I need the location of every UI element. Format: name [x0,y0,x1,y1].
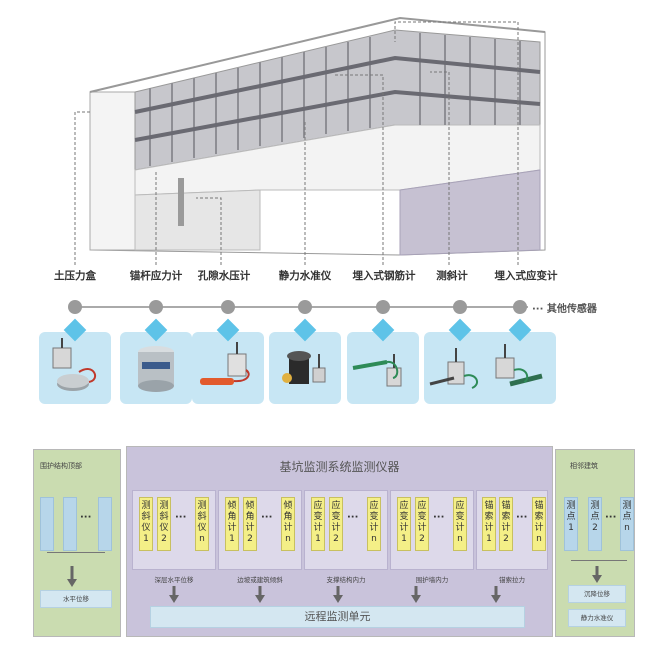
group-label-anchor-force: 锚索拉力 [499,576,525,584]
left-panel-title: 围护结构顶部 [40,462,82,470]
anchor-stress-meter-icon [138,346,174,392]
timeline-dot [298,300,312,314]
group-arrow [255,595,265,603]
sensor-label-rebar-meter: 埋入式钢筋计 [352,270,416,282]
sensor-card-strain-gauge [484,332,556,404]
group-arrow [333,595,343,603]
sensor-card-leveling [269,332,341,404]
sensor-card-earth-pressure [39,332,111,404]
leader-lines [74,21,519,265]
group-arrow [169,595,179,603]
group-arrow [411,595,421,603]
group-label-tilt: 边坡或建筑倾斜 [237,576,283,584]
sensor-label-leveling: 静力水准仪 [278,270,332,282]
timeline-dot [149,300,163,314]
group-label-deep-displacement: 深层水平位移 [154,576,194,584]
rebar-meter-icon [352,354,402,387]
left-tile [63,497,77,551]
timeline-dot [376,300,390,314]
other-sensors-label: ··· 其他传感器 [532,304,597,315]
ellipsis: ··· [516,512,528,523]
left-ground [89,91,136,251]
ellipsis: ··· [261,512,273,523]
right-panel-title: 相邻建筑 [570,462,598,470]
wall-piles [149,33,521,166]
leveling-gauge-icon [282,351,326,384]
timeline-dot [68,300,82,314]
group-arrow-stem [414,586,418,596]
sensor-label-inclinometer: 测斜计 [436,270,468,282]
leveling-box: 静力水准仪 [568,609,626,627]
top-edge [89,16,546,93]
sensor-label-earth-pressure: 土压力盒 [54,270,96,282]
right-wall [399,169,541,256]
sensor-card-piezometer [192,332,264,404]
group-arrow-stem [172,586,176,596]
waling-beams [134,55,541,142]
right-ellipsis: ··· [605,512,617,523]
right-arrow [592,575,602,583]
sensor-card-anchor-stress [120,332,192,404]
strain-gauge-icon [495,344,543,387]
ellipsis: ··· [347,512,359,523]
ellipsis: ··· [175,512,187,523]
sensor-card-rebar-meter [347,332,419,404]
foundation-pit-illustration [74,16,546,308]
timeline-dot [221,300,235,314]
group-label-wall-force: 围护墙内力 [415,576,449,584]
left-tile [98,497,112,551]
timeline-dot [453,300,467,314]
left-output-box: 水平位移 [40,590,112,608]
group-arrow-stem [494,586,498,596]
front-block [134,189,261,251]
group-label-support-force: 支撑结构内力 [326,576,366,584]
right-arrow-stem [595,566,599,576]
sensor-label-anchor-stress: 锚杆应力计 [129,270,183,282]
left-arrow-stem [70,566,74,580]
remote-monitoring-unit: 远程监测单元 [150,606,525,628]
sensor-label-strain-gauge: 埋入式应变计 [494,270,558,282]
column [178,178,184,226]
timeline-dot [513,300,527,314]
piezometer-icon [200,342,250,385]
inclinometer-icon [429,348,479,389]
sensor-label-piezometer: 孔隙水压计 [197,270,251,282]
right-connector [571,560,627,561]
left-connector [47,552,105,553]
left-ellipsis: ··· [80,512,92,523]
group-arrow-stem [258,586,262,596]
left-tile [40,497,54,551]
group-arrow [491,595,501,603]
settlement-box: 沉降位移 [568,585,626,603]
earth-pressure-cell-icon [52,338,97,391]
system-title: 基坑监测系统监测仪器 [279,460,400,474]
left-arrow [67,579,77,587]
group-arrow-stem [336,586,340,596]
ellipsis: ··· [433,512,445,523]
